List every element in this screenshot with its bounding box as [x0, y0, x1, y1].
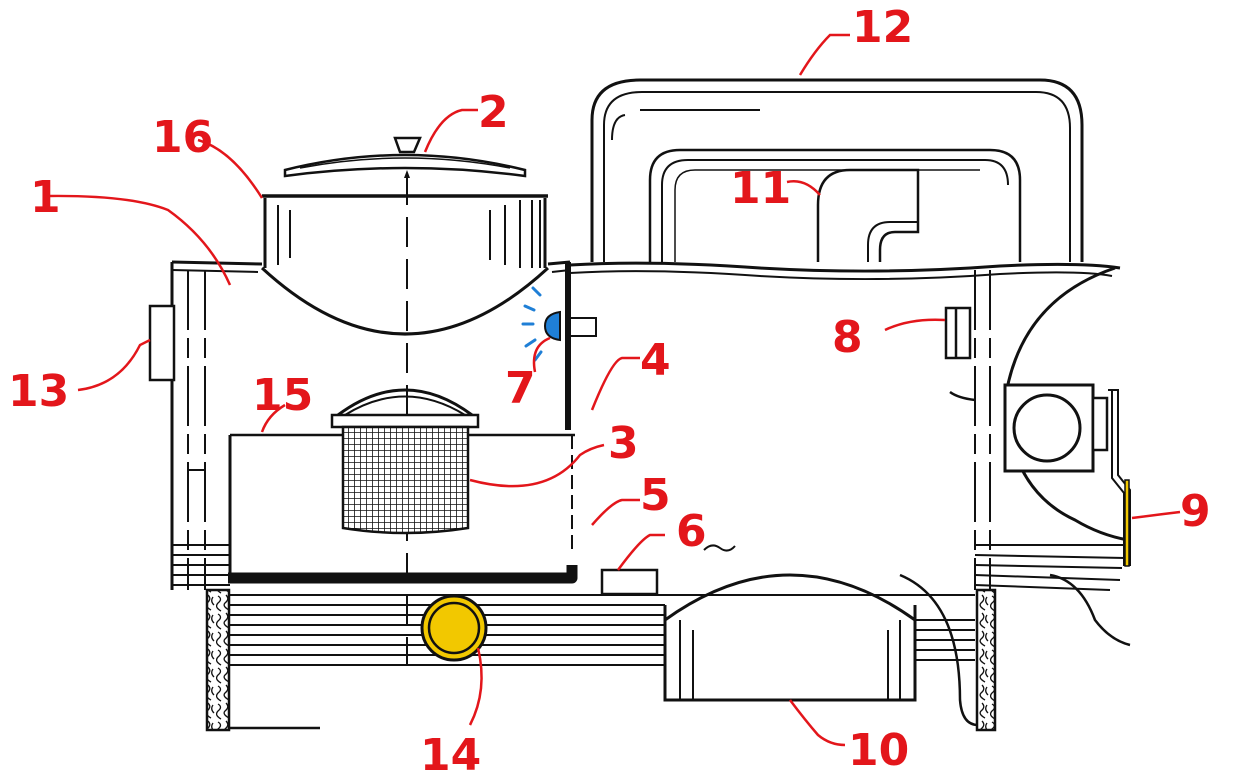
callout-12: 12 — [852, 2, 913, 53]
strainer-lid — [283, 136, 527, 178]
callout-6: 6 — [676, 506, 707, 557]
control-box — [600, 568, 659, 596]
callout-16: 16 — [152, 112, 213, 163]
callout-leaders — [47, 33, 1181, 747]
motor-housing — [228, 78, 1131, 730]
side-inlet-port — [148, 304, 176, 382]
callout-labels: 1 2 3 4 5 6 7 8 9 10 11 12 13 14 15 16 — [8, 2, 1211, 781]
callout-13: 13 — [8, 366, 69, 417]
callout-9: 9 — [1180, 486, 1211, 537]
callout-14: 14 — [420, 730, 481, 781]
callout-15: 15 — [252, 370, 313, 421]
callout-4: 4 — [640, 335, 671, 386]
callout-2: 2 — [478, 87, 509, 138]
strainer-basket — [330, 388, 480, 535]
callout-10: 10 — [848, 725, 909, 776]
sensor-bracket — [944, 306, 976, 402]
duct-elbow — [816, 168, 920, 262]
callout-11: 11 — [730, 163, 791, 214]
right-mount-foot — [975, 588, 997, 732]
divider-wall — [228, 262, 578, 584]
callout-3: 3 — [608, 418, 639, 469]
wire-squiggle — [703, 544, 736, 552]
callout-5: 5 — [640, 470, 671, 521]
drain-plug — [420, 594, 488, 662]
left-mount-foot — [205, 588, 231, 732]
callout-8: 8 — [832, 312, 863, 363]
callout-7: 7 — [505, 363, 536, 414]
gasket-strip — [1124, 479, 1130, 567]
indicator-light — [521, 286, 597, 362]
callout-1: 1 — [30, 172, 61, 223]
motor-unit — [1003, 383, 1131, 567]
